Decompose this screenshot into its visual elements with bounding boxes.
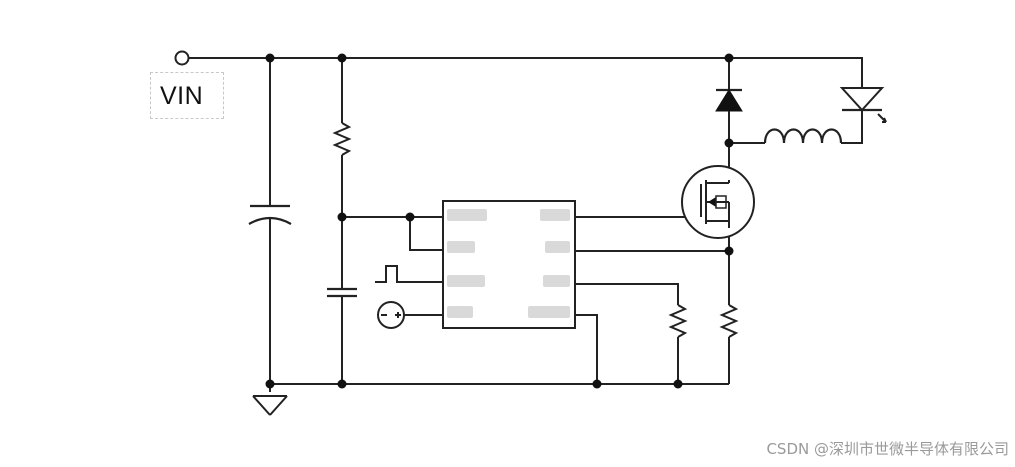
junction-dots (265, 53, 734, 389)
vin-terminal (174, 50, 190, 66)
sense-resistor-right (719, 304, 739, 338)
vin-label-box (150, 72, 224, 119)
vin-label: VIN (160, 82, 204, 110)
inductor-right-wire (841, 110, 863, 144)
pwm-square-wave-icon (375, 265, 408, 283)
bottom-capacitor (327, 287, 357, 298)
inductor (763, 128, 843, 144)
freewheel-diode (715, 88, 743, 112)
ic-pin-labels-blurred (447, 209, 570, 318)
ic-pin7-wire (575, 283, 679, 305)
top-rail-led-wire (729, 57, 863, 88)
ic-pin2-loop-wire (409, 217, 443, 251)
watermark: CSDN @深圳市世微半导体有限公司 (766, 440, 1009, 458)
led (839, 87, 887, 123)
mosfet (681, 165, 755, 239)
top-resistor (332, 122, 352, 156)
sense-resistor-left (668, 304, 688, 338)
dc-source-icon (377, 301, 405, 329)
ic-pin8-ground-wire (575, 314, 598, 384)
ground-symbol (252, 395, 288, 416)
